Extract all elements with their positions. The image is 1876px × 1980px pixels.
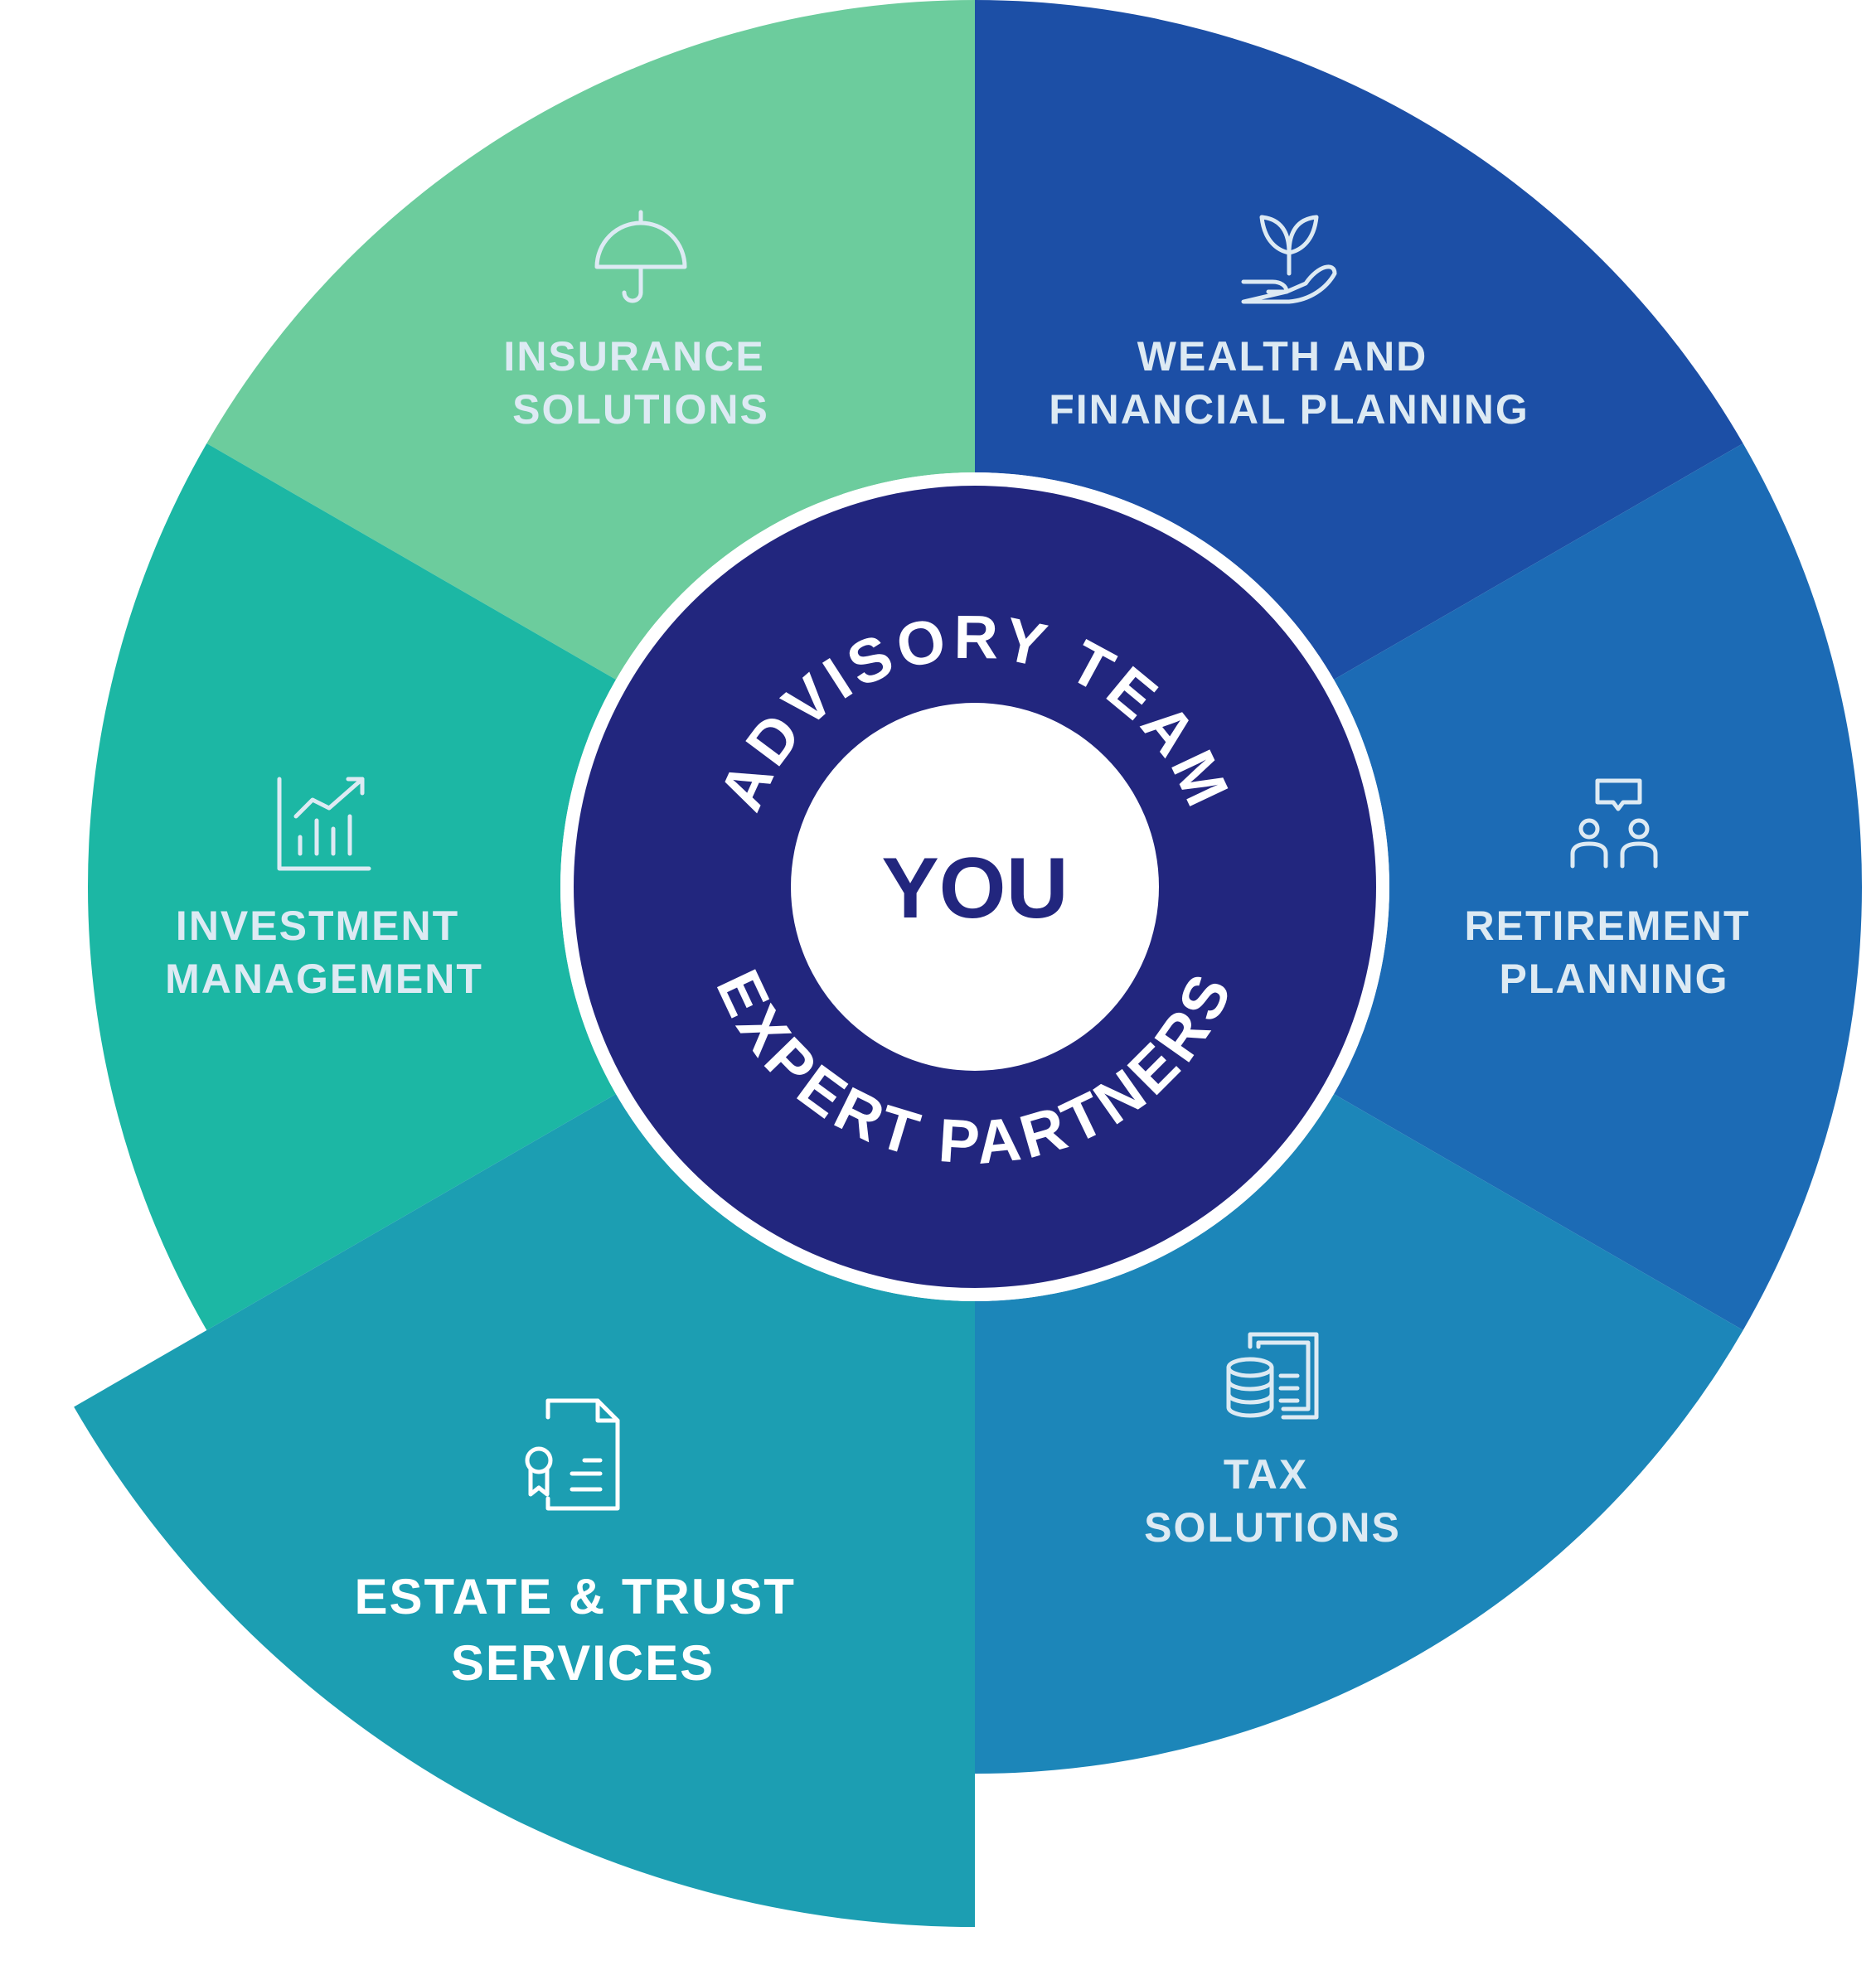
- segment-tax[interactable]: [975, 1094, 1743, 1774]
- growth-chart-icon: [277, 777, 371, 871]
- segment-estate[interactable]: [74, 1094, 976, 1927]
- investment-label: INVESTMENT MANAGEMENT: [165, 903, 483, 1002]
- tax-label: TAX SOLUTIONS: [1144, 1451, 1401, 1551]
- insurance-label: INSURANCE SOLUTIONS: [503, 333, 778, 433]
- segment-investment[interactable]: [87, 443, 616, 1330]
- plant-in-hand-icon: [1241, 215, 1337, 304]
- coins-document-icon: [1226, 1332, 1319, 1420]
- you-center-circle[interactable]: [791, 703, 1159, 1071]
- umbrella-icon: [594, 210, 687, 303]
- retirement-label: RETIREMENT PLANNING: [1465, 903, 1764, 1002]
- estate-label: ESTATE & TRUST SERVICES: [354, 1569, 811, 1691]
- wealth-label: WEALTH AND FINANCIAL PLANNING: [1049, 333, 1529, 433]
- segment-wealth[interactable]: [975, 0, 1743, 680]
- people-chat-icon: [1570, 778, 1658, 869]
- segment-retirement[interactable]: [1334, 443, 1862, 1330]
- you-label: YOU: [881, 840, 1068, 937]
- segment-insurance[interactable]: [206, 0, 976, 680]
- certificate-document-icon: [525, 1398, 620, 1511]
